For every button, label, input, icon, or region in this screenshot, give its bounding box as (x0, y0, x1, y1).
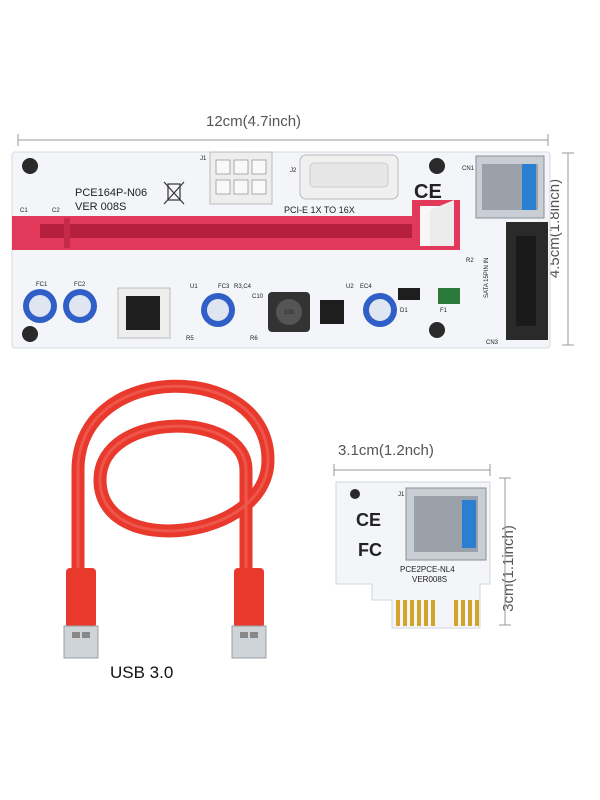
board-version-text: VER 008S (75, 201, 126, 213)
weee-bin-icon (163, 181, 185, 205)
capacitor-ec4 (363, 293, 397, 327)
usb-cable (63, 379, 275, 659)
chip-u2 (320, 300, 344, 324)
usb-cable-label: USB 3.0 (110, 663, 174, 682)
label-u2: U2 (346, 284, 354, 290)
capacitor-fc1 (23, 289, 57, 323)
sata-text: SATA 15PIN IN (484, 258, 490, 298)
gold-fingers (396, 600, 479, 626)
label-j2: J2 (290, 168, 297, 174)
capacitor-fc3 (201, 293, 235, 327)
label-u1: U1 (190, 284, 198, 290)
dimension-lines (17, 134, 574, 626)
small-j1-label: J1 (398, 492, 405, 498)
label-c1: C1 (20, 208, 28, 214)
label-r6: R6 (250, 336, 258, 342)
label-r2: R2 (466, 258, 474, 264)
capacitor-fc2 (63, 289, 97, 323)
small-ce-mark: CE (356, 510, 381, 530)
label-c10: C10 (252, 294, 264, 300)
main-riser-board: PCE164P-N06 VER 008S PCI-E 1X TO 16X CE … (11, 151, 551, 349)
pcie-label-text: PCI-E 1X TO 16X (284, 205, 355, 215)
label-c2: C2 (52, 208, 60, 214)
small-adapter-board: CE FC J1 PCE2PCE-NL4 VER008S (335, 481, 491, 629)
label-r5: R5 (186, 336, 194, 342)
label-100: 100 (284, 310, 295, 316)
label-j1: J1 (200, 156, 207, 162)
main-ce-mark: CE (414, 181, 442, 203)
label-cn3: CN3 (486, 340, 499, 346)
small-width-label: 3.1cm(1.2nch) (338, 442, 434, 459)
small-version-text: VER008S (412, 575, 447, 584)
label-cn1: CN1 (462, 166, 475, 172)
usb-plug-left (66, 568, 96, 628)
label-fc1: FC1 (36, 282, 48, 288)
main-width-label: 12cm(4.7inch) (206, 113, 302, 130)
small-fc-mark: FC (358, 540, 382, 560)
label-r3c4: R3,C4 (234, 284, 252, 290)
label-fc2: FC2 (74, 282, 86, 288)
label-f1: F1 (440, 308, 448, 314)
label-d1: D1 (400, 308, 408, 314)
label-ec4: EC4 (360, 284, 372, 290)
board-model-text: PCE164P-N06 (75, 187, 147, 199)
small-model-text: PCE2PCE-NL4 (400, 565, 455, 574)
usb-plug-right (234, 568, 264, 628)
label-fc3: FC3 (218, 284, 230, 290)
